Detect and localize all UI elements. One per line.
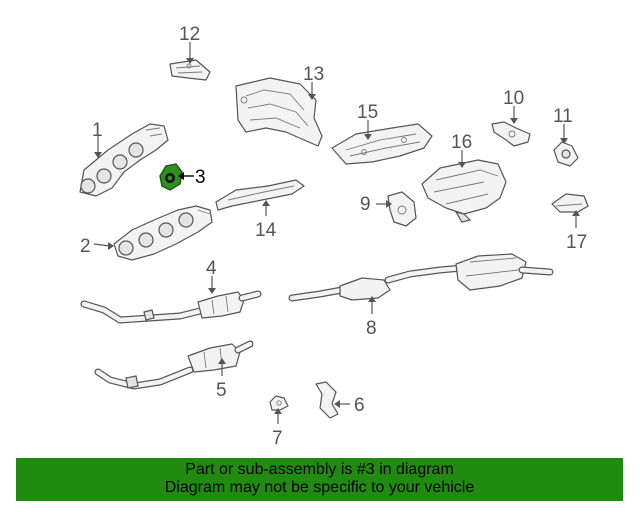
callout-7: 7 [272, 428, 283, 449]
callout-3: 3 [195, 167, 206, 188]
part-8-muffler-assembly [288, 253, 554, 302]
part-15-heat-shield [331, 123, 433, 165]
callout-10: 10 [503, 88, 524, 109]
part-9-bracket [387, 191, 417, 227]
banner-line-2: Diagram may not be specific to your vehi… [164, 479, 475, 496]
info-banner: Part or sub-assembly is #3 in diagram Di… [16, 458, 623, 501]
part-14-heat-shield [215, 179, 305, 211]
part-1-exhaust-manifold [79, 123, 169, 197]
callout-14: 14 [255, 220, 277, 241]
callout-1: 1 [92, 120, 103, 141]
part-13-heat-shield [235, 77, 323, 147]
part-5-catalytic-converter [94, 340, 254, 390]
part-11-rubber-mount [553, 141, 579, 167]
part-6-bracket [315, 381, 339, 419]
callout-11: 11 [553, 106, 573, 127]
part-10-hanger [491, 121, 531, 147]
part-17-tail-shield [551, 193, 589, 213]
leader-lines [93, 42, 580, 424]
part-3-gasket-highlighted [159, 163, 183, 191]
exhaust-diagram: 1 2 3 4 5 6 7 8 9 10 11 12 13 14 15 16 1… [79, 24, 589, 449]
callout-5: 5 [216, 380, 227, 401]
part-16-muffler-shield [421, 159, 507, 223]
banner-line-1: Part or sub-assembly is #3 in diagram [185, 461, 454, 478]
callout-12: 12 [179, 24, 200, 45]
part-12-heat-shield-bracket [169, 59, 211, 81]
callout-2: 2 [80, 236, 91, 257]
callout-4: 4 [206, 258, 217, 279]
callout-16: 16 [451, 132, 472, 153]
callout-17: 17 [566, 232, 587, 253]
callout-13: 13 [303, 64, 324, 85]
callout-6: 6 [354, 395, 365, 416]
part-7-clamp [269, 395, 289, 411]
part-4-catalytic-converter [80, 290, 262, 324]
callout-15: 15 [357, 102, 378, 123]
part-2-exhaust-manifold [113, 205, 213, 261]
callout-9: 9 [360, 194, 371, 215]
callout-8: 8 [366, 318, 377, 339]
